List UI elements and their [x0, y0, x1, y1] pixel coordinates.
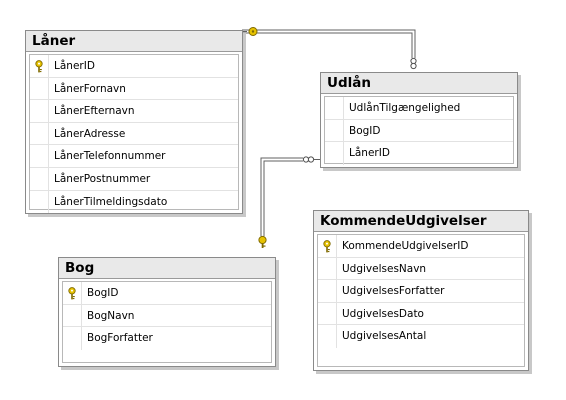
- column-row[interactable]: BogNavn: [63, 304, 271, 328]
- table-title: Låner: [26, 31, 242, 52]
- column-name: LånerID: [54, 60, 95, 72]
- column-name: LånerTelefonnummer: [54, 150, 166, 163]
- column-row[interactable]: LånerAdresse: [30, 122, 238, 146]
- column-row[interactable]: LånerPostnummer: [30, 167, 238, 191]
- column-name: BogID: [349, 124, 381, 137]
- column-name: LånerTilmeldingsdato: [54, 195, 168, 208]
- column-name: BogForfatter: [87, 332, 153, 345]
- column-row[interactable]: UdgivelsesNavn: [318, 257, 524, 281]
- column-row[interactable]: LånerID: [325, 142, 513, 165]
- column-name: UdlånTilgængelighed: [349, 102, 461, 114]
- column-list: UdlånTilgængelighed BogID LånerID: [324, 96, 514, 165]
- primary-key-icon: [323, 240, 331, 253]
- column-name: UdgivelsesForfatter: [342, 285, 445, 298]
- column-row[interactable]: KommendeUdgivelserID: [318, 235, 524, 258]
- column-row[interactable]: UdgivelsesAntal: [318, 325, 524, 348]
- column-name: UdgivelsesDato: [342, 307, 424, 320]
- column-name: LånerPostnummer: [54, 172, 151, 185]
- column-name: BogNavn: [87, 309, 135, 322]
- column-row[interactable]: LånerTilmeldingsdato: [30, 190, 238, 214]
- column-row[interactable]: LånerID: [30, 55, 238, 78]
- table-title: Udlån: [321, 73, 517, 94]
- column-row[interactable]: UdgivelsesDato: [318, 302, 524, 326]
- column-row[interactable]: BogForfatter: [63, 327, 271, 350]
- column-row[interactable]: BogID: [325, 119, 513, 143]
- key-end-icon: [258, 235, 267, 248]
- many-end-icon: [410, 57, 417, 70]
- primary-key-icon: [35, 60, 43, 73]
- column-row[interactable]: LånerTelefonnummer: [30, 145, 238, 168]
- column-name: UdgivelsesAntal: [342, 330, 427, 343]
- column-name: LånerFornavn: [54, 82, 126, 95]
- relationship-bog-udlaan[interactable]: [258, 156, 320, 248]
- table-bog[interactable]: Bog BogID BogNavn BogForfatter: [58, 257, 276, 367]
- table-title: KommendeUdgivelser: [314, 211, 528, 232]
- column-name: LånerEfternavn: [54, 105, 135, 118]
- column-row[interactable]: BogID: [63, 282, 271, 305]
- column-row[interactable]: LånerEfternavn: [30, 100, 238, 123]
- column-name: KommendeUdgivelserID: [342, 240, 469, 252]
- column-list: BogID BogNavn BogForfatter: [62, 281, 272, 363]
- column-name: BogID: [87, 287, 119, 299]
- column-list: KommendeUdgivelserID UdgivelsesNavn Udgi…: [317, 234, 525, 367]
- column-row[interactable]: UdlånTilgængelighed: [325, 97, 513, 120]
- relationship-laaner-udlaan[interactable]: [242, 27, 417, 70]
- column-name: LånerAdresse: [54, 127, 126, 140]
- table-kommende-udgivelser[interactable]: KommendeUdgivelser KommendeUdgivelserID …: [313, 210, 529, 371]
- table-laaner[interactable]: Låner LånerID LånerFornavn LånerEfternav…: [25, 30, 243, 214]
- table-udlaan[interactable]: Udlån UdlånTilgængelighed BogID LånerID: [320, 72, 518, 168]
- column-row[interactable]: UdgivelsesForfatter: [318, 280, 524, 303]
- many-end-icon: [302, 156, 320, 163]
- column-row[interactable]: LånerFornavn: [30, 77, 238, 101]
- column-list: LånerID LånerFornavn LånerEfternavn Låne…: [29, 54, 239, 214]
- column-name: UdgivelsesNavn: [342, 262, 427, 275]
- column-name: LånerID: [349, 147, 390, 160]
- primary-key-icon: [68, 287, 76, 300]
- table-title: Bog: [59, 258, 275, 279]
